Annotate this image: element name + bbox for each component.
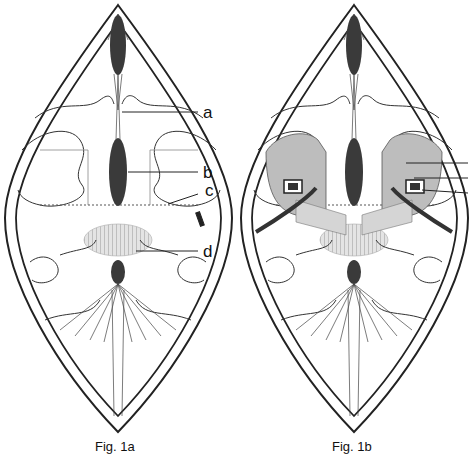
leader-lines: [122, 112, 204, 251]
figure-caption: Fig. 1b: [332, 440, 372, 453]
callout-letter: d: [203, 243, 212, 260]
callout-letter: b: [203, 164, 212, 181]
figure-a: [5, 5, 232, 432]
figure-caption: Fig. 1a: [95, 440, 135, 453]
callout-letter: a: [203, 104, 212, 121]
callout-letter: c: [205, 182, 214, 199]
figure-b: [241, 5, 468, 432]
